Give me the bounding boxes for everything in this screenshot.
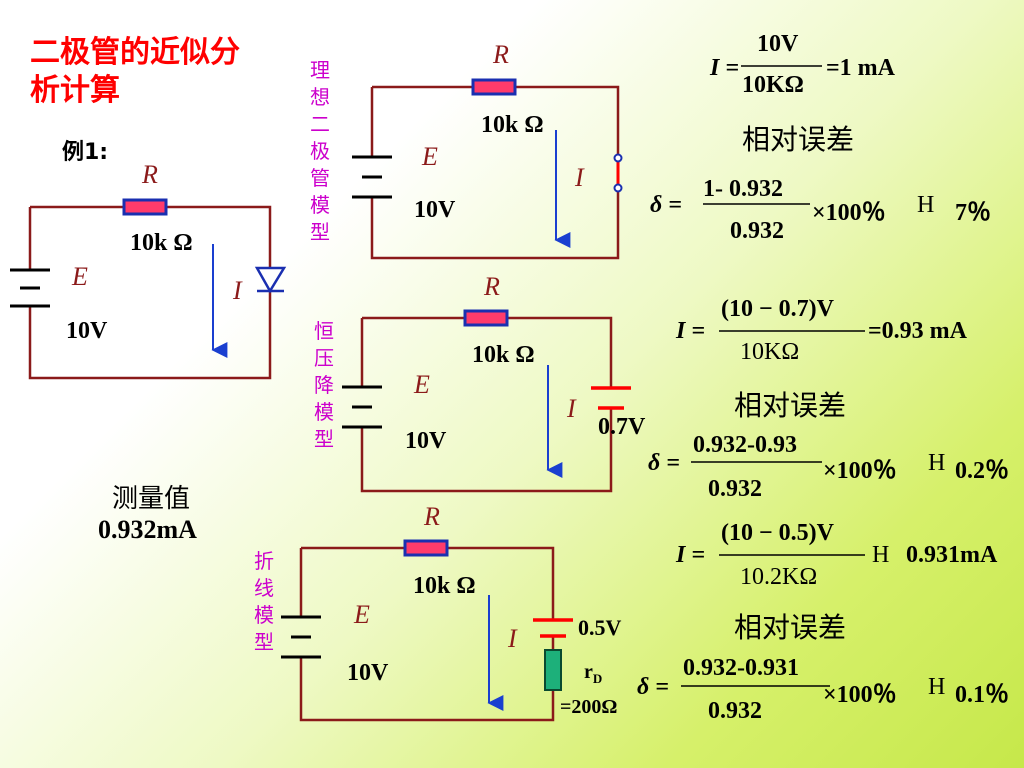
piecewise-i-den: 10.2KΩ	[740, 564, 818, 590]
ideal-model-label: 理想二极管模型	[310, 58, 330, 244]
main-battery	[10, 268, 50, 308]
piecewise-vd-label: 0.5V	[578, 615, 622, 640]
main-e-value: 10V	[66, 318, 108, 344]
const-d-result: 0.2％	[955, 458, 1009, 484]
ideal-d-times: ×100％	[812, 200, 886, 226]
const-circuit	[360, 316, 613, 493]
main-e-symbol: E	[72, 262, 88, 291]
const-e-value: 10V	[405, 428, 447, 454]
piecewise-rd-resistor	[544, 649, 562, 691]
const-voltage-source-icon	[591, 386, 631, 410]
main-resistor	[122, 198, 168, 216]
piecewise-i-result: 0.931mA	[906, 542, 998, 568]
ideal-d-den: 0.932	[730, 218, 784, 244]
piecewise-i-num: (10 − 0.5)V	[721, 520, 834, 546]
ideal-d-lhs: δ =	[650, 192, 682, 218]
main-i-symbol: I	[233, 276, 242, 305]
ideal-d-approx: H	[917, 192, 935, 218]
ideal-circuit	[370, 85, 620, 260]
piecewise-i-approx: H	[872, 542, 890, 568]
piecewise-e-value: 10V	[347, 660, 389, 686]
ideal-err-label: 相对误差	[742, 123, 855, 156]
piecewise-err-label: 相对误差	[734, 611, 847, 644]
piecewise-d-result: 0.1％	[955, 682, 1009, 708]
measured-label: 测量值	[112, 484, 191, 514]
measured-value: 0.932mA	[98, 515, 197, 544]
const-battery	[342, 385, 382, 429]
const-i-result: =0.93 mA	[868, 318, 967, 344]
ideal-resistor	[471, 78, 517, 96]
const-d-times: ×100％	[823, 458, 897, 484]
piecewise-model-label: 折线模型	[254, 549, 274, 654]
piecewise-rd-value: =200Ω	[560, 696, 618, 718]
const-r-value: 10k Ω	[472, 342, 535, 368]
const-i-symbol: I	[567, 394, 576, 423]
piecewise-d-num: 0.932-0.931	[683, 655, 799, 681]
example-label: 例1:	[62, 140, 109, 165]
const-i-den: 10KΩ	[740, 339, 800, 365]
piecewise-battery	[281, 615, 321, 659]
piecewise-voltage-source-icon	[533, 618, 573, 638]
piecewise-d-approx: H	[928, 674, 946, 700]
ideal-i-num: 10V	[757, 31, 799, 57]
ideal-e-symbol: E	[422, 142, 438, 171]
ideal-d-num: 1- 0.932	[703, 176, 783, 202]
piecewise-circuit	[299, 546, 555, 722]
const-err-label: 相对误差	[734, 389, 847, 422]
const-d-approx: H	[928, 450, 946, 476]
main-r-symbol: R	[142, 160, 158, 189]
ideal-d-result: 7％	[955, 200, 991, 226]
piecewise-i-lhs: I =	[676, 542, 706, 568]
ideal-e-value: 10V	[414, 197, 456, 223]
const-model-label: 恒压降模型	[314, 319, 334, 451]
piecewise-resistor	[403, 539, 449, 557]
rd-subscript: D	[592, 671, 603, 686]
const-e-symbol: E	[414, 370, 430, 399]
piecewise-rd-label: rD	[584, 661, 602, 687]
piecewise-d-times: ×100％	[823, 682, 897, 708]
ideal-i-den: 10KΩ	[742, 72, 804, 98]
rd-symbol: r	[584, 661, 593, 683]
const-d-lhs: δ =	[648, 450, 680, 476]
ideal-i-symbol: I	[575, 163, 584, 192]
const-vd-label: 0.7V	[598, 414, 646, 440]
piecewise-r-value: 10k Ω	[413, 573, 476, 599]
const-i-num: (10 − 0.7)V	[721, 296, 834, 322]
const-d-num: 0.932-0.93	[693, 432, 797, 458]
piecewise-r-symbol: R	[424, 502, 440, 531]
ideal-i-result: =1 mA	[826, 55, 895, 81]
piecewise-d-lhs: δ =	[637, 674, 669, 700]
ideal-battery	[352, 155, 392, 199]
piecewise-d-den: 0.932	[708, 698, 762, 724]
main-r-value: 10k Ω	[130, 230, 193, 256]
main-diode-icon	[254, 266, 287, 294]
ideal-r-symbol: R	[493, 40, 509, 69]
const-r-symbol: R	[484, 272, 500, 301]
const-resistor	[463, 309, 509, 327]
ideal-i-lhs: I =	[710, 55, 740, 81]
const-i-lhs: I =	[676, 318, 706, 344]
fraction-bars	[681, 65, 865, 687]
page-title: 二极管的近似分析计算	[30, 35, 240, 108]
piecewise-i-symbol: I	[508, 624, 517, 653]
piecewise-e-symbol: E	[354, 600, 370, 629]
main-circuit	[28, 205, 272, 380]
ideal-r-value: 10k Ω	[481, 112, 544, 138]
const-d-den: 0.932	[708, 476, 762, 502]
ideal-diode-switch-icon	[613, 153, 623, 193]
